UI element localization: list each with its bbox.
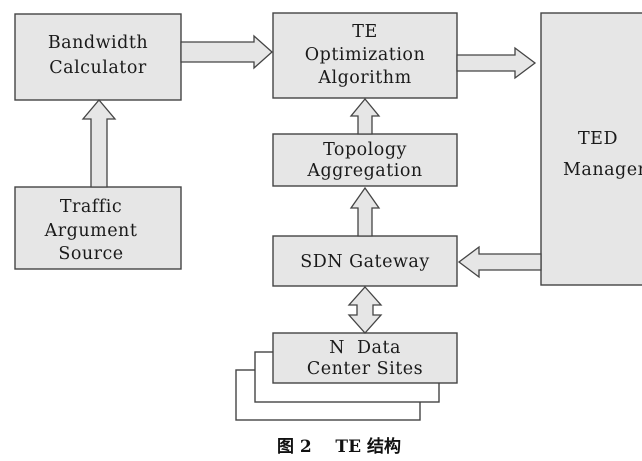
arrow-topology-to-te <box>349 97 381 135</box>
node-label-line: N Data <box>329 338 401 358</box>
node-te-optimization-algorithm: TE Optimization Algorithm <box>272 12 458 99</box>
node-ted-manager: TED Manager <box>540 12 642 286</box>
node-label-line: Center Sites <box>307 359 423 379</box>
node-label-line: TE <box>352 22 377 42</box>
node-label-line: Bandwidth <box>48 33 148 53</box>
node-label-line: TED <box>578 129 618 149</box>
stack-card-front <box>272 332 458 384</box>
node-label-line: SDN Gateway <box>300 252 430 272</box>
node-label-line: Source <box>58 244 123 264</box>
arrow-te-to-ted <box>456 46 537 80</box>
node-label-line: Calculator <box>49 58 147 78</box>
node-label-line: Argument <box>44 221 138 241</box>
node-traffic-argument-source: Traffic Argument Source <box>14 186 182 270</box>
arrow-bandwidth-to-te <box>180 34 273 70</box>
node-label-line: Manager <box>563 160 642 180</box>
node-label-line: Traffic <box>60 197 122 217</box>
node-sdn-gateway: SDN Gateway <box>272 235 458 287</box>
arrow-sdn-datacenter-bidirectional <box>347 286 383 334</box>
node-label-line: Topology <box>323 140 407 160</box>
node-label-line: Aggregation <box>306 161 422 181</box>
node-n-data-center-sites: N Data Center Sites <box>235 332 458 421</box>
arrow-sdn-to-topology <box>349 186 381 237</box>
arrow-traffic-to-bandwidth <box>81 98 117 188</box>
figure-caption: 图 2 TE 结构 <box>277 436 401 457</box>
node-label-line: Algorithm <box>317 68 411 88</box>
node-bandwidth-calculator: Bandwidth Calculator <box>14 13 182 101</box>
node-label-line: Optimization <box>305 45 425 65</box>
node-topology-aggregation: Topology Aggregation <box>272 133 458 187</box>
arrow-ted-to-sdn <box>457 245 542 279</box>
